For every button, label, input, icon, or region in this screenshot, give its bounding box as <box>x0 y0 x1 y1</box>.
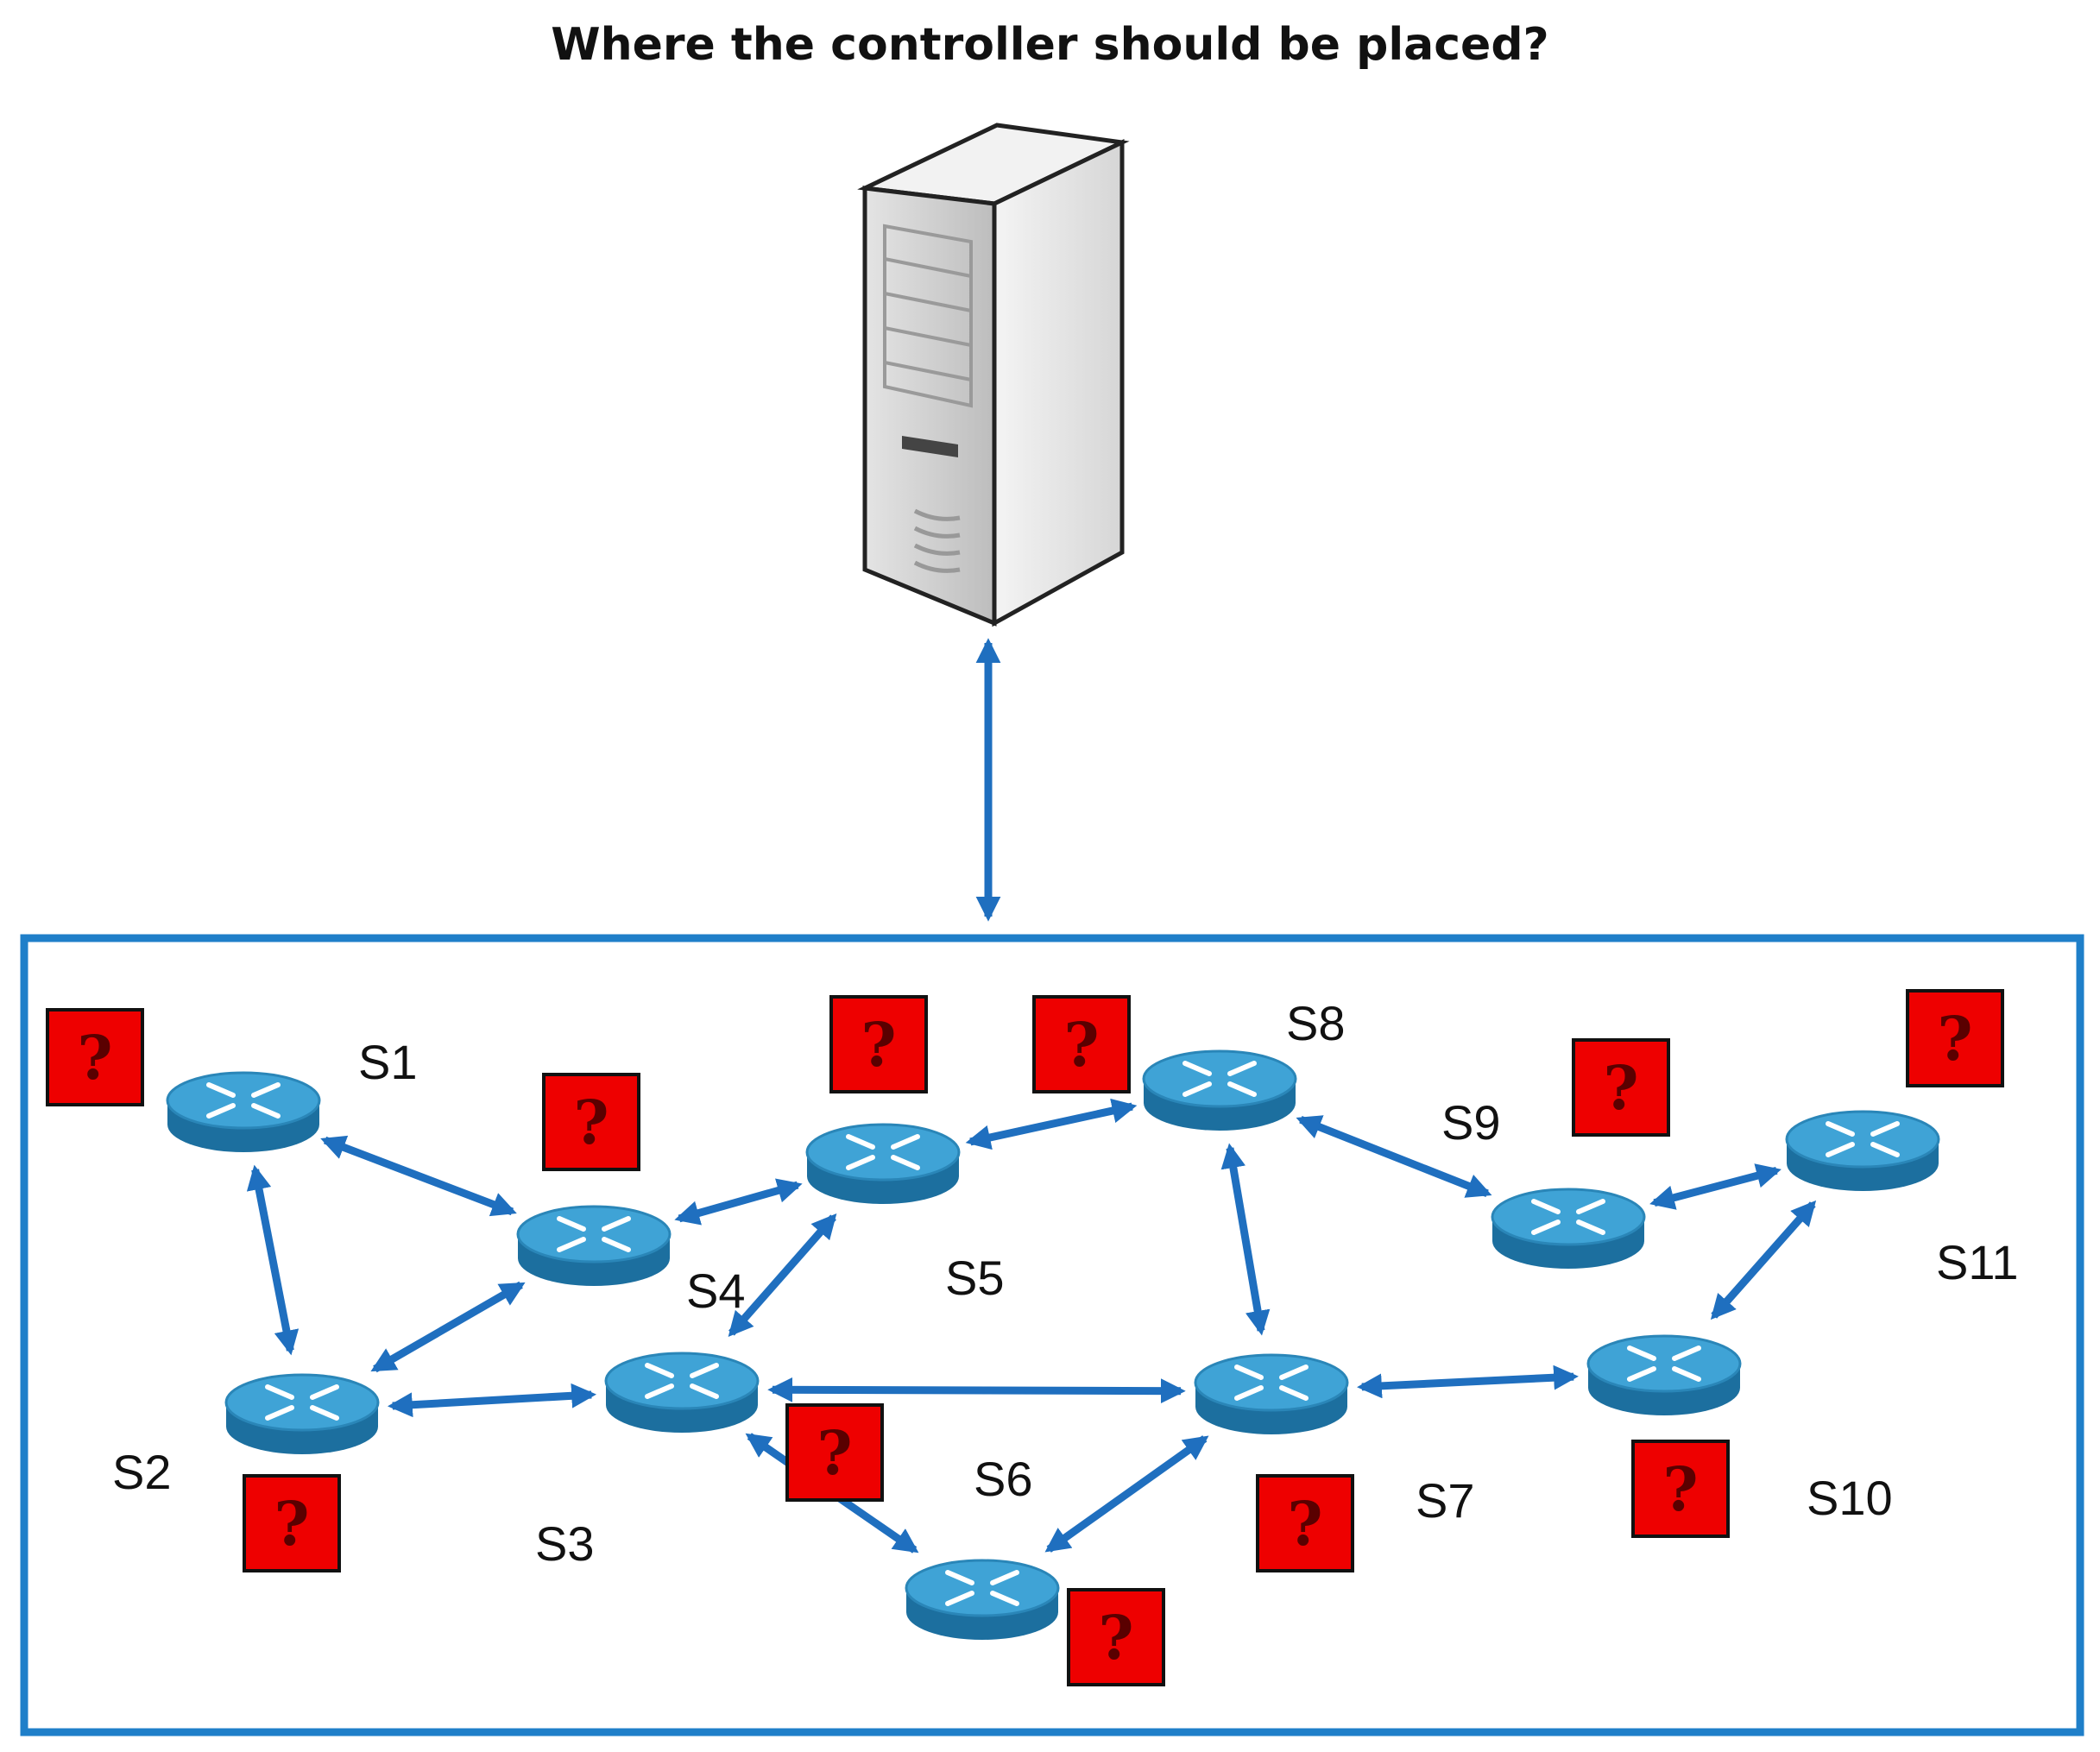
candidate-s7-question-mark-icon: ? <box>1256 1474 1354 1572</box>
switch-label-s8: S8 <box>1286 996 1346 1050</box>
switch-label-s4: S4 <box>686 1264 746 1318</box>
link-arrow-s1-s2 <box>246 1164 300 1356</box>
switch-s3-icon <box>604 1352 760 1433</box>
switch-label-s10: S10 <box>1807 1471 1893 1525</box>
switch-label-s1: S1 <box>358 1035 418 1089</box>
candidate-question-mark: ? <box>1287 1488 1322 1560</box>
candidate-s6-question-mark-icon: ? <box>1067 1588 1165 1686</box>
switch-s4-icon <box>516 1205 672 1286</box>
candidate-question-mark: ? <box>817 1417 852 1489</box>
candidate-question-mark: ? <box>1063 1009 1099 1081</box>
switch-s8-icon <box>1142 1049 1297 1131</box>
switch-label-s11: S11 <box>1936 1235 2018 1289</box>
candidate-s2-question-mark-icon: ? <box>243 1474 341 1572</box>
switches-layer <box>166 1049 1940 1640</box>
switch-s7-icon <box>1194 1353 1349 1434</box>
candidate-question-mark: ? <box>1603 1052 1638 1124</box>
switch-s11-icon <box>1785 1110 1940 1191</box>
switch-s9-icon <box>1491 1188 1646 1269</box>
diagram-title: Where the controller should be placed? <box>551 19 1549 71</box>
candidate-s10-question-mark-icon: ? <box>1631 1440 1730 1538</box>
candidate-s9-question-mark-icon: ? <box>1572 1038 1670 1137</box>
switch-s5-icon <box>805 1123 961 1204</box>
link-arrow-s2-s4 <box>370 1281 526 1373</box>
link-arrow-s8-s7 <box>1220 1143 1271 1336</box>
candidates-layer: ??????????? <box>46 989 2004 1686</box>
candidate-question-mark: ? <box>274 1488 309 1560</box>
candidate-s1-question-mark-icon: ? <box>46 1008 144 1106</box>
candidate-question-mark: ? <box>77 1022 112 1093</box>
switch-label-s3: S3 <box>535 1516 595 1571</box>
candidate-question-mark: ? <box>1098 1602 1133 1673</box>
candidate-s3-question-mark-icon: ? <box>785 1403 884 1502</box>
link-arrow-s9-s11 <box>1649 1163 1782 1210</box>
candidate-question-mark: ? <box>861 1009 896 1081</box>
network-boundary <box>20 934 2084 1736</box>
link-arrow-s10-s11 <box>1710 1200 1817 1320</box>
switch-label-s9: S9 <box>1441 1095 1501 1150</box>
candidate-question-mark: ? <box>1662 1453 1698 1525</box>
link-arrow-s1-s4 <box>320 1135 517 1217</box>
switch-s2-icon <box>224 1373 380 1454</box>
switch-s6-icon <box>905 1559 1060 1640</box>
link-arrow-s3-s5 <box>728 1213 837 1337</box>
link-arrow-s2-s3 <box>387 1383 597 1418</box>
candidate-s4-question-mark-icon: ? <box>542 1073 640 1171</box>
switch-s1-icon <box>166 1071 321 1152</box>
candidate-s5-question-mark-icon: ? <box>829 995 928 1093</box>
links-layer <box>246 1098 1817 1553</box>
link-arrow-s5-s8 <box>965 1098 1138 1150</box>
switch-label-s2: S2 <box>112 1445 172 1499</box>
link-arrow-s4-s5 <box>674 1178 803 1226</box>
candidate-s8-question-mark-icon: ? <box>1032 995 1131 1093</box>
link-arrow-s8-s9 <box>1296 1115 1492 1198</box>
switch-label-s7: S7 <box>1416 1473 1475 1528</box>
candidate-s11-question-mark-icon: ? <box>1906 989 2004 1087</box>
link-arrow-s7-s10 <box>1357 1364 1579 1399</box>
link-arrow-s7-s6 <box>1044 1435 1209 1553</box>
candidate-question-mark: ? <box>573 1087 609 1158</box>
controller-server-icon <box>857 123 1130 627</box>
switch-label-s5: S5 <box>945 1251 1005 1305</box>
switch-s10-icon <box>1586 1334 1742 1415</box>
switch-label-s6: S6 <box>974 1452 1033 1506</box>
candidate-question-mark: ? <box>1937 1003 1972 1075</box>
